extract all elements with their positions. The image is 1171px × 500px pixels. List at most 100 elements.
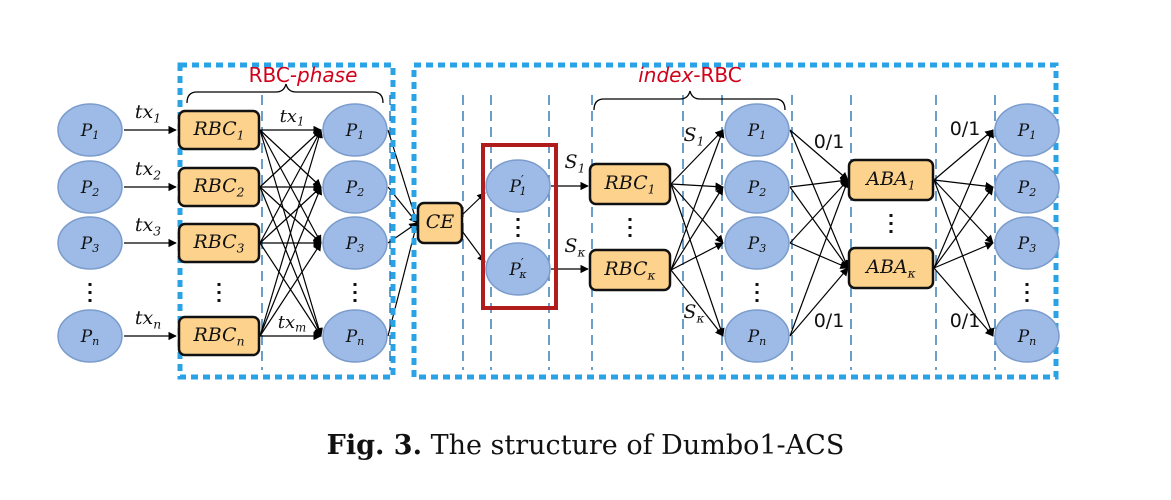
index-set-label-k: Sκ <box>564 235 585 259</box>
ellipsis-aba <box>889 214 893 233</box>
rbc-box-2-label: RBC2 <box>192 175 244 199</box>
party-input-4 <box>57 309 123 363</box>
index-mesh-edge-1-2 <box>670 182 724 191</box>
party-rbc-output-1 <box>322 103 388 157</box>
index-rbc-frame <box>411 62 1059 380</box>
index-set-mesh-label-k: Sκ <box>683 301 704 325</box>
party-rbc-output-3-label: P3 <box>345 234 364 256</box>
caption-text: The structure of Dumbo1-ACS <box>430 430 845 461</box>
aba-box-1-label: ABA1 <box>864 168 915 192</box>
aba-box-k-label: ABAκ <box>864 256 916 280</box>
party-rbc-output-4-label: Pn <box>345 327 365 349</box>
index-rbc-box-1 <box>588 162 672 206</box>
party-rbc-output-2 <box>322 160 388 214</box>
selected-party-1 <box>485 159 551 213</box>
party-rbc-output-1-label: P1 <box>345 121 364 143</box>
rbc-box-1 <box>177 109 261 151</box>
from-aba-edge-2-4 <box>933 267 994 337</box>
tx-label-4: txn <box>135 307 161 331</box>
tx-mesh-label-n: txm <box>278 312 306 334</box>
to-aba-edge-1-2 <box>789 129 849 269</box>
to-aba-edge-2-1 <box>789 176 849 188</box>
party-input-4-label: Pn <box>80 327 100 349</box>
party-input-2 <box>57 160 123 214</box>
index-mesh-edge-1-3 <box>670 183 724 244</box>
party-input-1-label: P1 <box>80 121 99 143</box>
party-index-output-1-label: P1 <box>747 121 766 143</box>
ellipsis-selected-parties <box>516 218 520 237</box>
to-aba-edge-3-1 <box>789 179 849 244</box>
rbc-mesh-edge-3-1 <box>259 129 322 244</box>
tx-label-1: tx1 <box>135 101 161 125</box>
binary-label-out-1: 0/1 <box>950 118 981 140</box>
index-set-mesh-label-1: S1 <box>684 124 705 148</box>
selected-party-k <box>485 242 551 296</box>
aba-box-1 <box>847 158 935 202</box>
party-index-output-2 <box>724 160 790 214</box>
index-mesh-edge-2-2 <box>670 186 724 271</box>
party-input-3 <box>57 216 123 270</box>
index-rbc-brace <box>593 90 786 111</box>
selected-parties-highlight <box>481 143 558 310</box>
rbc-mesh-edge-4-3 <box>259 242 322 337</box>
ellipsis-input-parties <box>88 283 92 302</box>
binary-label-out-n: 0/1 <box>950 310 981 332</box>
to-aba-edge-4-2 <box>789 267 849 337</box>
caption-label: Fig. 3. <box>326 430 422 461</box>
party-input-1 <box>57 103 123 157</box>
party-index-output-2-label: P2 <box>747 178 766 200</box>
party-final-3-label: P3 <box>1017 234 1036 256</box>
index-rbc-box-1-label: RBC1 <box>603 172 655 196</box>
from-aba-edge-1-4 <box>933 179 995 337</box>
party-rbc-output-2-label: P2 <box>345 178 364 200</box>
from-aba-edge-2-1 <box>933 129 994 269</box>
party-final-3 <box>994 216 1060 270</box>
index-mesh-edge-1-4 <box>670 183 725 337</box>
party-input-2-label: P2 <box>80 178 99 200</box>
to-aba-edge-2-2 <box>789 186 849 269</box>
rbc-phase-title: RBC-phase <box>249 63 358 87</box>
index-mesh-edge-2-3 <box>670 242 724 271</box>
party-final-4 <box>994 309 1060 363</box>
party-final-2 <box>994 160 1060 214</box>
party-index-output-4-label: Pn <box>747 327 767 349</box>
figure-caption: Fig. 3. The structure of Dumbo1-ACS <box>0 430 1171 461</box>
to-aba-edge-3-2 <box>789 242 849 269</box>
tx-label-3: tx3 <box>135 214 161 238</box>
party-final-1-label: P1 <box>1017 121 1036 143</box>
tx-mesh-label-1: tx1 <box>280 106 305 128</box>
from-aba-edge-1-1 <box>933 129 994 181</box>
rbc-box-3-label: RBC3 <box>192 231 244 255</box>
from-aba-edge-2-3 <box>933 242 994 269</box>
index-mesh-edge-1-1 <box>670 129 724 185</box>
ellipsis-rbc-output-parties <box>353 283 357 302</box>
party-index-output-4 <box>724 309 790 363</box>
party-final-2-label: P2 <box>1017 178 1036 200</box>
party-rbc-output-3 <box>322 216 388 270</box>
ellipsis-final-parties <box>1025 283 1029 302</box>
rbc-mesh-edge-4-2 <box>259 186 323 337</box>
rbc-box-3 <box>177 222 261 264</box>
party-index-output-3 <box>724 216 790 270</box>
party-rbc-output-4 <box>322 309 388 363</box>
ellipsis-index-output-parties <box>755 283 759 302</box>
rbc-box-4-label: RBCn <box>192 324 244 348</box>
aba-box-k <box>847 246 935 290</box>
index-mesh-edge-2-4 <box>670 269 724 337</box>
from-aba-edge-1-2 <box>933 179 994 191</box>
party-index-output-3-label: P3 <box>747 234 766 256</box>
index-rbc-title: index-RBC <box>638 63 742 87</box>
binary-label-in-n: 0/1 <box>814 310 845 332</box>
party-final-4-label: Pn <box>1017 327 1037 349</box>
index-rbc-box-k <box>588 248 672 292</box>
selected-party-k-label: P′κ <box>508 256 527 281</box>
to-aba-edge-1-1 <box>789 129 849 181</box>
rbc-box-4 <box>177 315 261 357</box>
selected-party-1-label: P′1 <box>509 173 527 198</box>
rbc-box-2 <box>177 166 261 208</box>
index-mesh-edge-2-1 <box>670 129 725 271</box>
rbc-mesh-edge-4-1 <box>259 129 323 337</box>
to-aba-edge-4-1 <box>789 179 850 337</box>
